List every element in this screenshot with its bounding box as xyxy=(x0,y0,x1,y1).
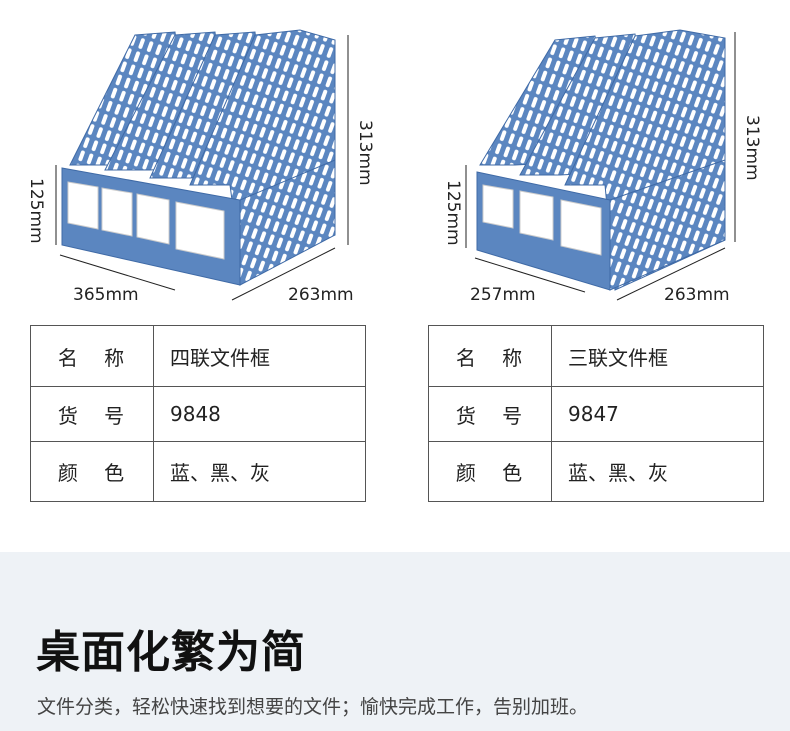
spec-value: 9847 xyxy=(551,386,764,442)
depth-label: 263mm xyxy=(664,285,730,305)
front-height-label: 125mm xyxy=(26,178,46,244)
width-label: 257mm xyxy=(470,285,536,305)
total-height-label: 313mm xyxy=(355,120,375,186)
spec-value: 9848 xyxy=(153,386,366,442)
width-label: 365mm xyxy=(73,285,139,305)
banner-subtext: 文件分类，轻松快速找到想要的文件；愉快完成工作，告别加班。 xyxy=(37,696,589,718)
spec-value: 三联文件框 xyxy=(551,325,764,387)
banner: 桌面化繁为简 文件分类，轻松快速找到想要的文件；愉快完成工作，告别加班。 xyxy=(0,552,790,731)
table-row: 颜 色蓝、黑、灰 xyxy=(428,441,764,502)
spec-key: 货 号 xyxy=(30,386,154,442)
four-compartment-file-box-image xyxy=(55,29,349,301)
spec-value: 蓝、黑、灰 xyxy=(153,441,366,502)
table-row: 颜 色蓝、黑、灰 xyxy=(30,441,366,502)
front-height-label: 125mm xyxy=(443,180,463,246)
banner-headline: 桌面化繁为简 xyxy=(36,627,306,678)
spec-key: 颜 色 xyxy=(428,441,552,502)
spec-key: 名 称 xyxy=(30,325,154,387)
three-compartment-file-box-image xyxy=(465,29,736,301)
spec-value: 蓝、黑、灰 xyxy=(551,441,764,502)
spec-key: 颜 色 xyxy=(30,441,154,502)
depth-label: 263mm xyxy=(288,285,354,305)
table-row: 名 称四联文件框 xyxy=(30,325,366,387)
spec-key: 名 称 xyxy=(428,325,552,387)
table-row: 名 称三联文件框 xyxy=(428,325,764,387)
spec-key: 货 号 xyxy=(428,386,552,442)
total-height-label: 313mm xyxy=(742,115,762,181)
spec-value: 四联文件框 xyxy=(153,325,366,387)
